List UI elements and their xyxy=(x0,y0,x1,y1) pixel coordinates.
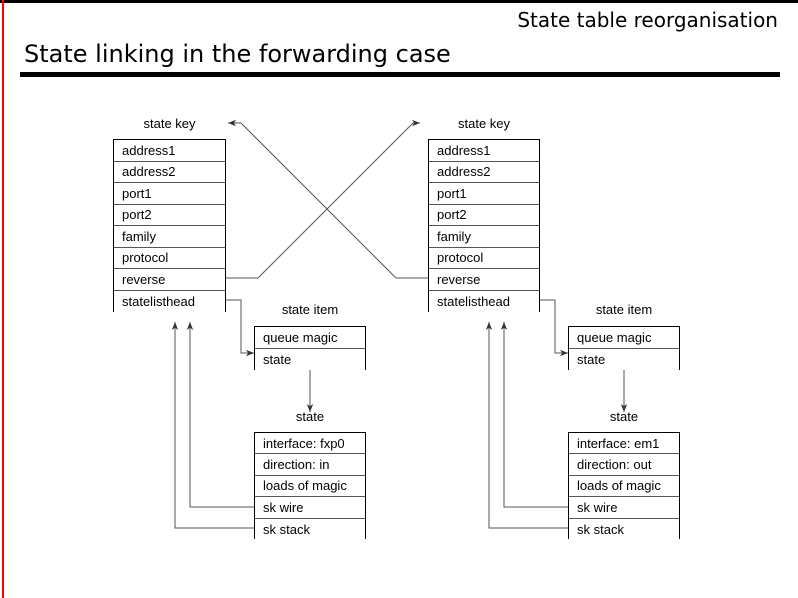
table-row[interactable]: port1 xyxy=(114,183,225,205)
table-row[interactable]: address1 xyxy=(429,140,539,162)
table-row[interactable]: sk wire xyxy=(255,497,365,519)
table-row[interactable]: sk stack xyxy=(569,518,679,540)
table-row[interactable]: family xyxy=(114,226,225,248)
title-underline-rule xyxy=(20,72,780,77)
table-row[interactable]: state xyxy=(569,349,679,370)
table-row[interactable]: family xyxy=(429,226,539,248)
table-row[interactable]: reverse xyxy=(114,269,225,291)
state-right-caption: state xyxy=(609,409,639,424)
slide-header-title: State table reorganisation xyxy=(517,8,778,32)
table-row[interactable]: reverse xyxy=(429,269,539,291)
state-item-left-table[interactable]: queue magic state xyxy=(254,326,366,370)
table-row[interactable]: protocol xyxy=(429,247,539,269)
table-row[interactable]: direction: out xyxy=(569,454,679,476)
page-title: State linking in the forwarding case xyxy=(24,40,451,68)
table-row[interactable]: loads of magic xyxy=(569,475,679,498)
left-accent-stripe xyxy=(2,0,4,598)
top-border-rule xyxy=(0,0,798,3)
table-row[interactable]: address2 xyxy=(429,161,539,183)
state-item-left-caption: state item xyxy=(281,302,339,317)
table-row[interactable]: interface: fxp0 xyxy=(255,433,365,455)
table-row[interactable]: statelisthead xyxy=(429,290,539,312)
table-row[interactable]: protocol xyxy=(114,247,225,269)
table-row[interactable]: port1 xyxy=(429,183,539,205)
state-key-left-caption: state key xyxy=(143,116,196,131)
table-row[interactable]: loads of magic xyxy=(255,475,365,498)
table-row[interactable]: direction: in xyxy=(255,454,365,476)
table-row[interactable]: port2 xyxy=(114,204,225,226)
table-row[interactable]: port2 xyxy=(429,204,539,226)
state-left-caption: state xyxy=(295,409,325,424)
state-item-right-table[interactable]: queue magic state xyxy=(568,326,680,370)
table-row[interactable]: statelisthead xyxy=(114,290,225,312)
state-key-left-table[interactable]: address1 address2 port1 port2 family pro… xyxy=(113,139,226,312)
table-row[interactable]: state xyxy=(255,349,365,370)
table-row[interactable]: address2 xyxy=(114,161,225,183)
state-key-right-caption: state key xyxy=(457,116,511,131)
state-key-right-table[interactable]: address1 address2 port1 port2 family pro… xyxy=(428,139,540,312)
table-row[interactable]: sk stack xyxy=(255,518,365,540)
table-row[interactable]: interface: em1 xyxy=(569,433,679,455)
table-row[interactable]: queue magic xyxy=(255,327,365,349)
state-left-table[interactable]: interface: fxp0 direction: in loads of m… xyxy=(254,432,366,540)
state-right-table[interactable]: interface: em1 direction: out loads of m… xyxy=(568,432,680,540)
state-item-right-caption: state item xyxy=(595,302,653,317)
table-row[interactable]: sk wire xyxy=(569,497,679,519)
table-row[interactable]: address1 xyxy=(114,140,225,162)
table-row[interactable]: queue magic xyxy=(569,327,679,349)
